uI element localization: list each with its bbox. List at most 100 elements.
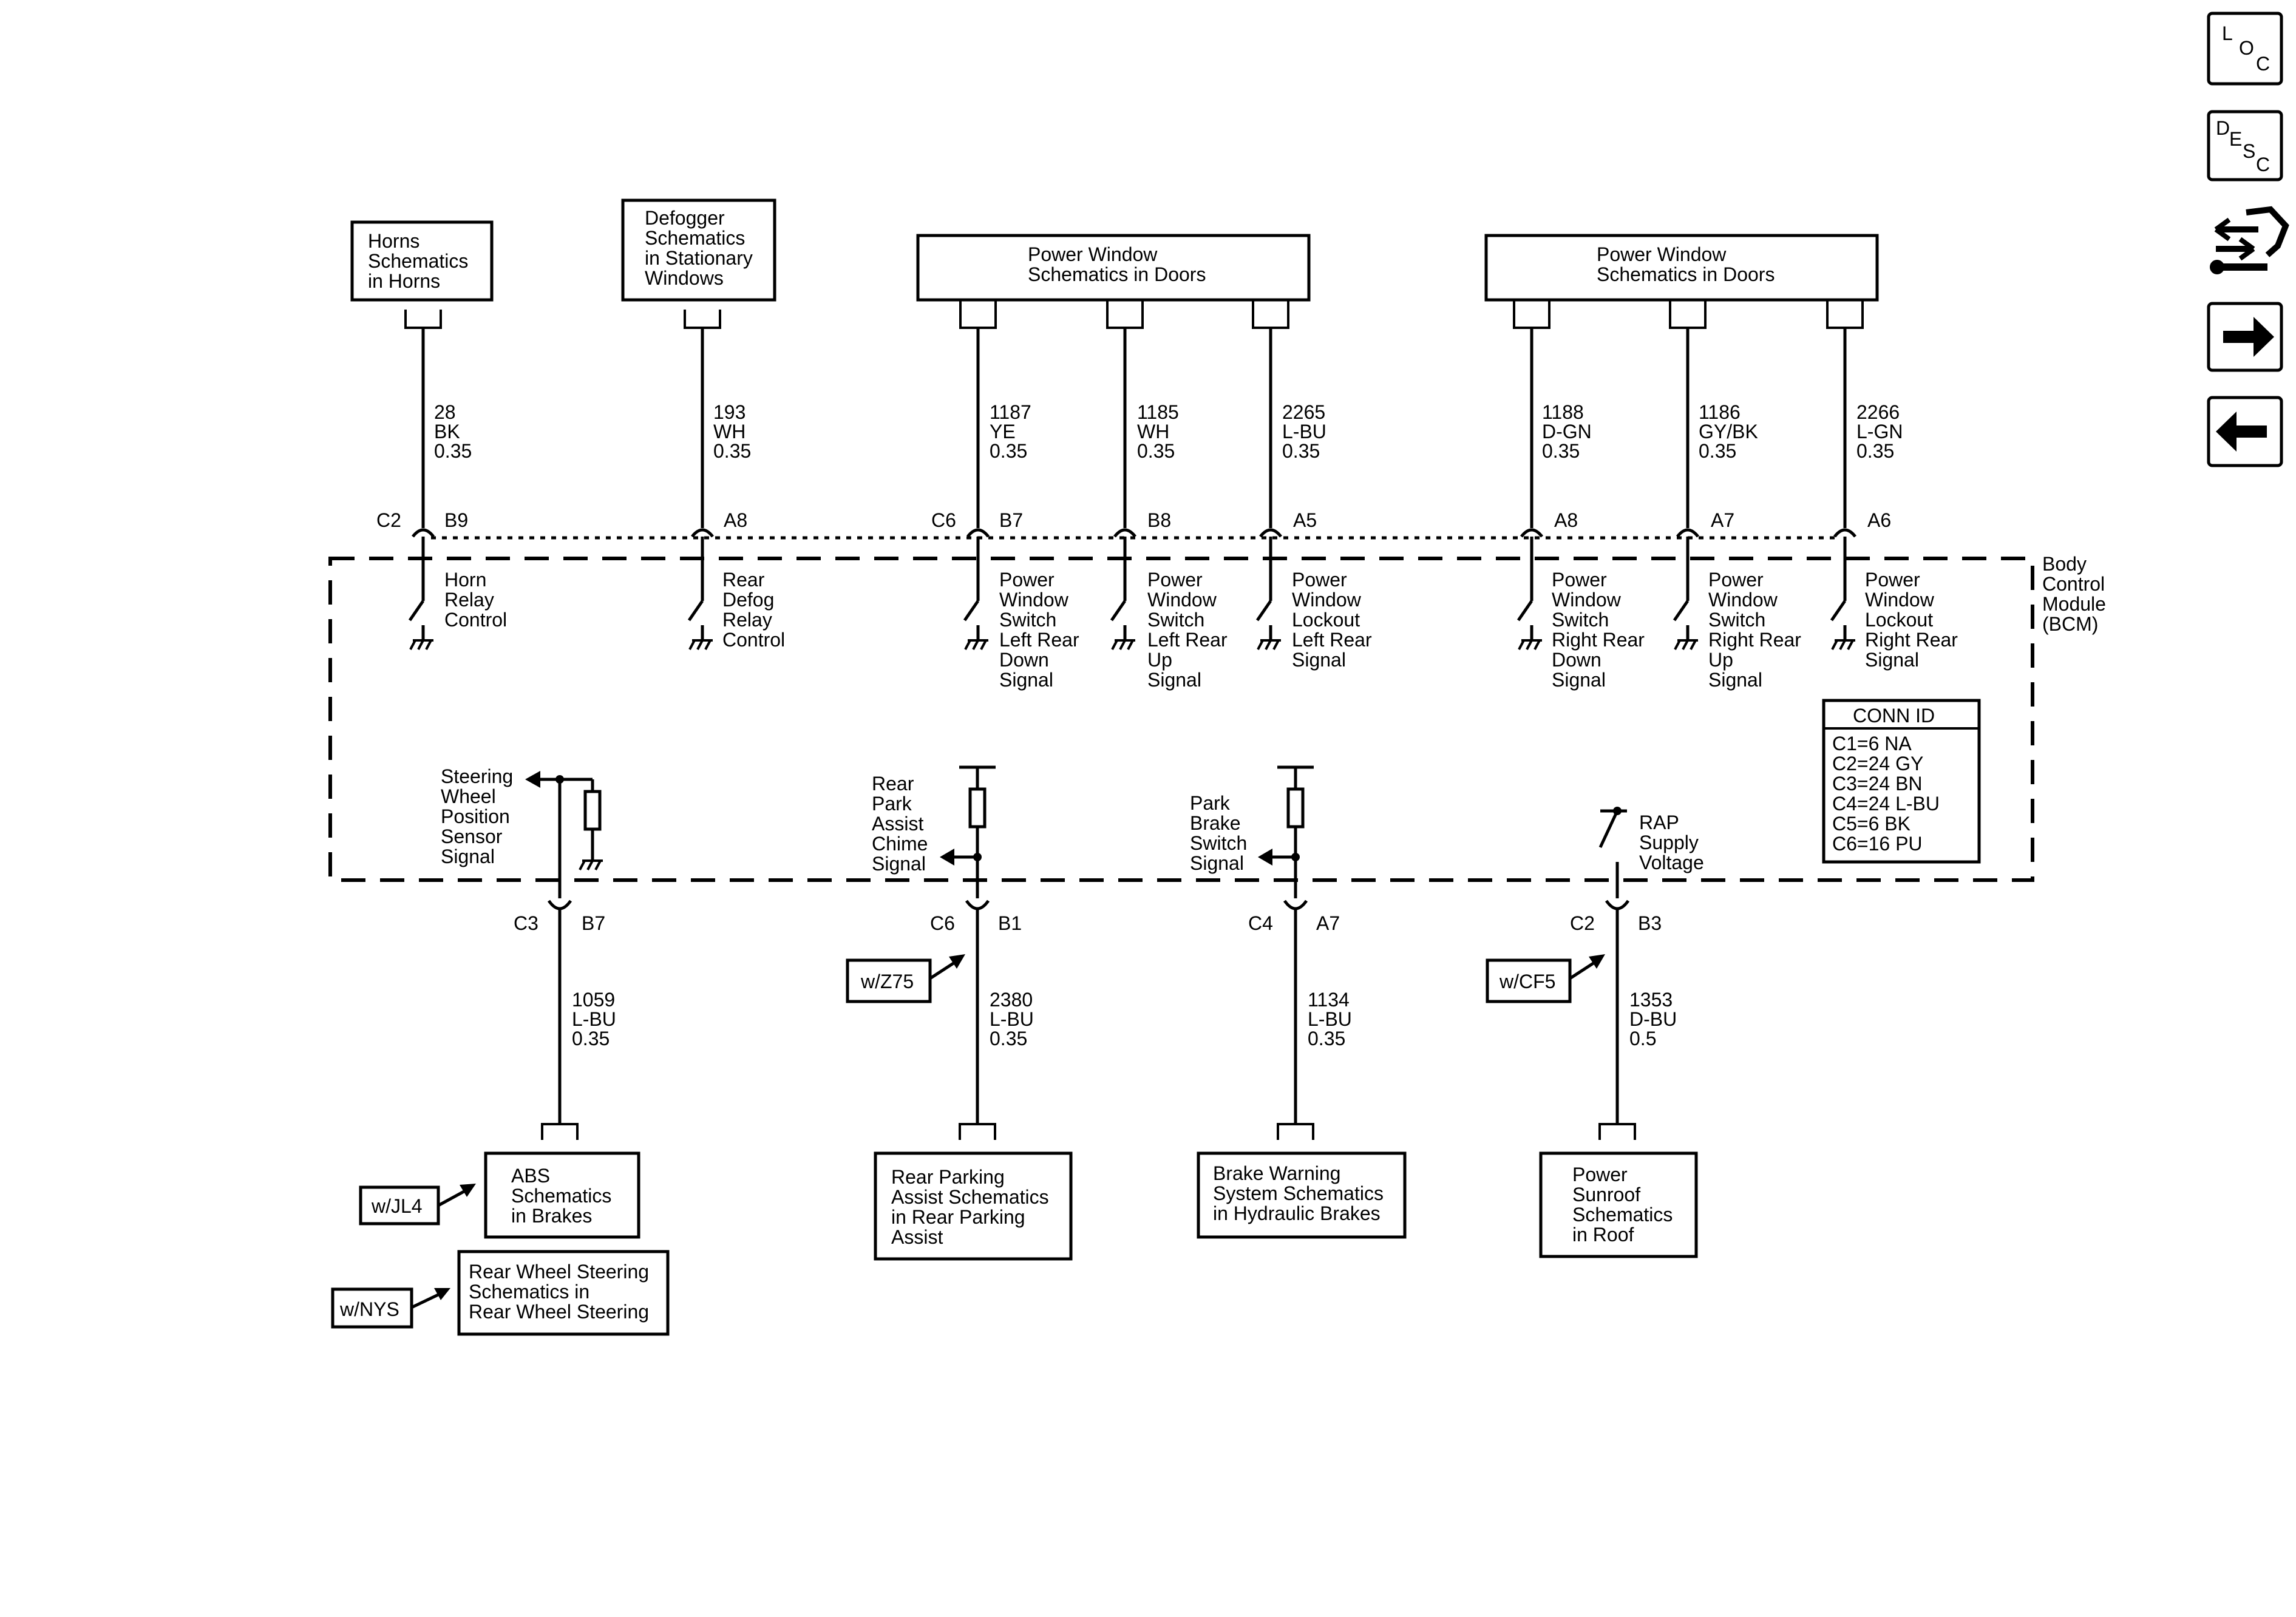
bcm-rap-supply-circuit: RAP Supply Voltage	[1598, 807, 1704, 898]
wire-gauge: 0.35	[1137, 440, 1175, 462]
abs-schematics-box[interactable]: ABS Schematics in Brakes	[484, 1151, 640, 1239]
bcm-switch-rr-up: Power Window Switch Right Rear Up Signal	[1673, 528, 1801, 691]
bcm-steering-sensor-circuit: Steering Wheel Position Sensor Signal	[441, 765, 603, 898]
bcm-switch-defog: Rear Defog Relay Control	[687, 528, 785, 651]
bottom-circuit-park-assist: C6 B1 2380 L-BU 0.35	[930, 900, 1034, 1140]
signal-label: Up	[1147, 649, 1172, 671]
pin-id: A6	[1867, 509, 1891, 531]
module-text: Power Window	[1028, 243, 1158, 265]
module-text: in Hydraulic Brakes	[1213, 1202, 1381, 1224]
module-text: Assist Schematics	[891, 1186, 1049, 1208]
module-text: Schematics	[645, 227, 745, 249]
option-arrow-icon	[434, 1288, 450, 1300]
rear-parking-assist-box[interactable]: Rear Parking Assist Schematics in Rear P…	[874, 1151, 1073, 1261]
signal-label: Sensor	[441, 825, 503, 847]
module-text: Rear Wheel Steering	[469, 1301, 649, 1323]
signal-label: Signal	[1190, 852, 1244, 874]
option-code: w/JL4	[371, 1195, 423, 1217]
top-circuit-defog: 193 WH 0.35 A8	[684, 310, 751, 531]
circuit-number: 1059	[572, 989, 615, 1011]
signal-label: Switch	[1190, 832, 1247, 854]
signal-label: Right Rear	[1552, 629, 1645, 651]
wire-gauge: 0.35	[990, 440, 1027, 462]
bcm-switch-horn: Horn Relay Control	[408, 528, 507, 650]
signal-label: Power	[1552, 569, 1607, 591]
signal-label: Signal	[1865, 649, 1919, 671]
option-tag-cf5: w/CF5	[1486, 954, 1605, 1003]
pin-id: A8	[724, 509, 747, 531]
connector-id: C6	[930, 912, 955, 934]
option-tag-jl4: w/JL4	[359, 1184, 476, 1225]
bcm-label-line: Control	[2042, 573, 2105, 595]
circuit-number: 1188	[1542, 401, 1584, 423]
wire-gauge: 0.35	[1699, 440, 1736, 462]
pin-id: A7	[1711, 509, 1734, 531]
power-window-left-box[interactable]: Power Window Schematics in Doors	[916, 234, 1311, 302]
desc-button[interactable]: D E S C	[2207, 110, 2283, 181]
power-sunroof-box[interactable]: Power Sunroof Schematics in Roof	[1539, 1151, 1698, 1258]
defogger-schematics-box[interactable]: Defogger Schematics in Stationary Window…	[621, 198, 776, 302]
wire-color: WH	[1137, 421, 1169, 442]
module-text: in Horns	[368, 270, 440, 292]
brake-warning-box[interactable]: Brake Warning System Schematics in Hydra…	[1197, 1151, 1407, 1239]
circuit-number: 28	[434, 401, 456, 423]
horns-schematics-box[interactable]: Horns Schematics in Horns	[350, 220, 494, 302]
signal-label: Window	[999, 589, 1069, 611]
option-code: w/NYS	[339, 1298, 399, 1320]
prev-page-button[interactable]	[2207, 396, 2283, 467]
connector-id: C4	[1248, 912, 1273, 934]
conn-id-row: C2=24 GY	[1832, 753, 1923, 775]
option-code: w/Z75	[860, 971, 914, 992]
signal-label: Brake	[1190, 812, 1241, 834]
module-text: Rear Parking	[891, 1166, 1005, 1188]
signal-label: Signal	[1552, 669, 1606, 691]
bcm-switch-rr-down: Power Window Switch Right Rear Down Sign…	[1517, 528, 1645, 691]
desc-letter-s: S	[2243, 140, 2255, 162]
top-circuit-rr-down: 1188 D-GN 0.35 A8	[1513, 300, 1592, 531]
bcm-switch-lr-lockout: Power Window Lockout Left Rear Signal	[1255, 528, 1372, 671]
wire-color: D-GN	[1542, 421, 1592, 442]
signal-label: Power	[999, 569, 1055, 591]
pin-id: A5	[1293, 509, 1317, 531]
signal-label: Park	[872, 793, 912, 815]
power-window-right-box[interactable]: Power Window Schematics in Doors	[1484, 234, 1879, 302]
wire-color: L-GN	[1856, 421, 1903, 442]
wire-gauge: 0.35	[434, 440, 472, 462]
circuit-number: 2266	[1856, 401, 1900, 423]
loc-letter-c: C	[2256, 53, 2270, 75]
pin-id: A7	[1316, 912, 1340, 934]
top-circuit-lr-down: 1187 YE 0.35 C6 B7	[931, 300, 1031, 531]
wire-color: BK	[434, 421, 460, 442]
connector-wrench-button[interactable]	[2210, 206, 2289, 274]
rear-wheel-steering-box[interactable]: Rear Wheel Steering Schematics in Rear W…	[457, 1250, 670, 1336]
signal-label: Left Rear	[1292, 629, 1372, 651]
top-circuit-rr-up: 1186 GY/BK 0.35 A7	[1669, 300, 1758, 531]
module-text: System Schematics	[1213, 1182, 1384, 1204]
pin-id: B7	[582, 912, 605, 934]
pin-id: B1	[998, 912, 1022, 934]
circuit-number: 1186	[1699, 401, 1741, 423]
circuit-number: 2380	[990, 989, 1033, 1011]
signal-label: Power	[1865, 569, 1920, 591]
signal-label: Defog	[722, 589, 774, 611]
wire-color: L-BU	[1308, 1008, 1352, 1030]
wire-color: YE	[990, 421, 1016, 442]
signal-label: Park	[1190, 792, 1231, 814]
bcm-label-line: Module	[2042, 593, 2106, 615]
conn-id-row: C5=6 BK	[1832, 813, 1911, 835]
wire-gauge: 0.35	[1856, 440, 1894, 462]
circuit-number: 193	[713, 401, 746, 423]
loc-letter-o: O	[2239, 37, 2254, 59]
signal-label: Window	[1147, 589, 1217, 611]
loc-button[interactable]: L O C	[2207, 12, 2283, 86]
signal-label: Power	[1292, 569, 1347, 591]
bcm-label-line: Body	[2042, 553, 2087, 575]
signal-label: Control	[444, 609, 507, 631]
top-circuit-horn: 28 BK 0.35 C2 B9	[376, 310, 472, 531]
wire-color: L-BU	[572, 1008, 616, 1030]
next-page-button[interactable]	[2207, 302, 2283, 372]
signal-label: RAP	[1639, 812, 1679, 833]
top-circuit-rr-lockout: 2266 L-GN 0.35 A6	[1826, 300, 1903, 531]
pin-id: B7	[999, 509, 1023, 531]
circuit-number: 1185	[1137, 401, 1179, 423]
